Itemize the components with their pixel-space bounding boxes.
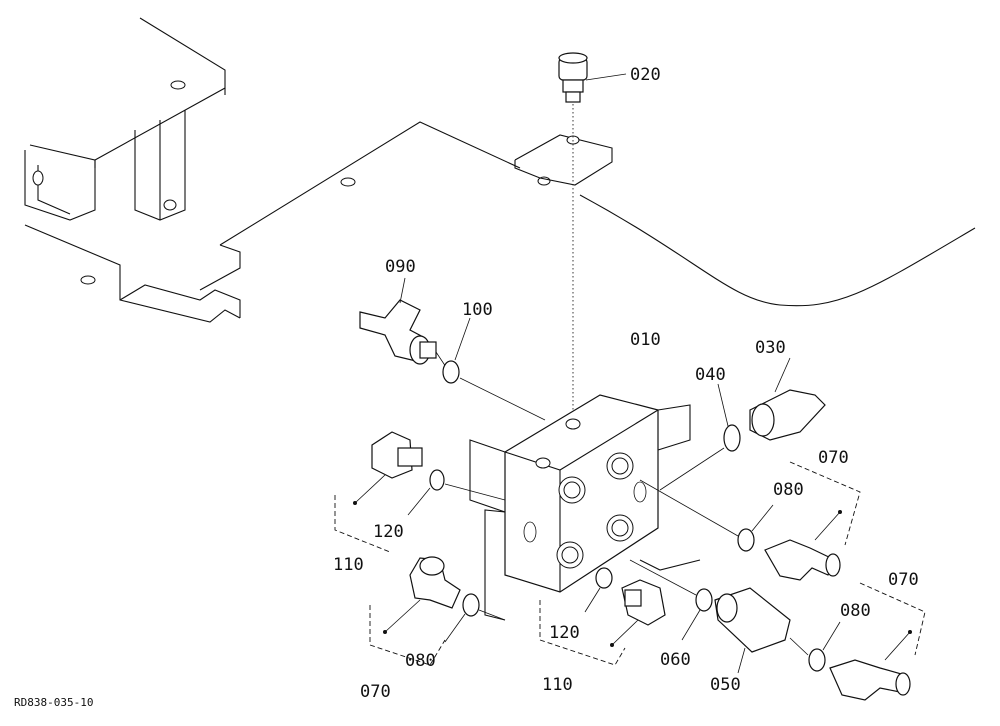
callout-labels: 020 010 030 040 090 100 070 080 070 080 … <box>333 65 919 702</box>
part-070-elbow-right-upper <box>764 461 861 581</box>
part-090-tee-fitting <box>359 277 449 371</box>
part-110-plug-center <box>539 579 666 666</box>
mounting-plate <box>24 121 976 323</box>
callout-100: 100 <box>462 300 493 320</box>
part-080-o-ring-right-upper <box>639 479 774 552</box>
frame-bracket <box>24 17 226 221</box>
callout-010: 010 <box>630 330 661 350</box>
part-020-plug <box>558 52 627 420</box>
part-010-valve-block <box>469 394 701 621</box>
callout-080-right-lower: 080 <box>840 601 871 621</box>
part-110-plug-left <box>334 431 423 553</box>
part-080-o-ring-left <box>444 593 506 643</box>
callout-120-left: 120 <box>373 522 404 542</box>
callout-070-right-lower: 070 <box>888 570 919 590</box>
part-050-extension <box>714 587 809 674</box>
callout-120-center: 120 <box>549 623 580 643</box>
callout-050: 050 <box>710 675 741 695</box>
part-100-o-ring <box>442 317 546 421</box>
part-070-elbow-right-lower <box>829 582 926 701</box>
callout-020: 020 <box>630 65 661 85</box>
part-120-o-ring-left <box>407 469 506 516</box>
callout-070-left: 070 <box>360 682 391 702</box>
callout-040: 040 <box>695 365 726 385</box>
part-080-o-ring-right-lower <box>808 621 841 672</box>
part-030-adapter <box>749 357 826 441</box>
callout-080-left: 080 <box>405 651 436 671</box>
callout-080-right-upper: 080 <box>773 480 804 500</box>
callout-110-left: 110 <box>333 555 364 575</box>
part-060-o-ring <box>629 559 713 641</box>
part-120-o-ring-center <box>584 567 613 613</box>
part-070-elbow-left <box>369 556 461 666</box>
callout-060: 060 <box>660 650 691 670</box>
drawing-code: RD838-035-10 <box>14 696 93 709</box>
part-040-o-ring <box>659 383 741 491</box>
callout-070-right-upper: 070 <box>818 448 849 468</box>
callout-090: 090 <box>385 257 416 277</box>
callout-030: 030 <box>755 338 786 358</box>
callout-110-center: 110 <box>542 675 573 695</box>
